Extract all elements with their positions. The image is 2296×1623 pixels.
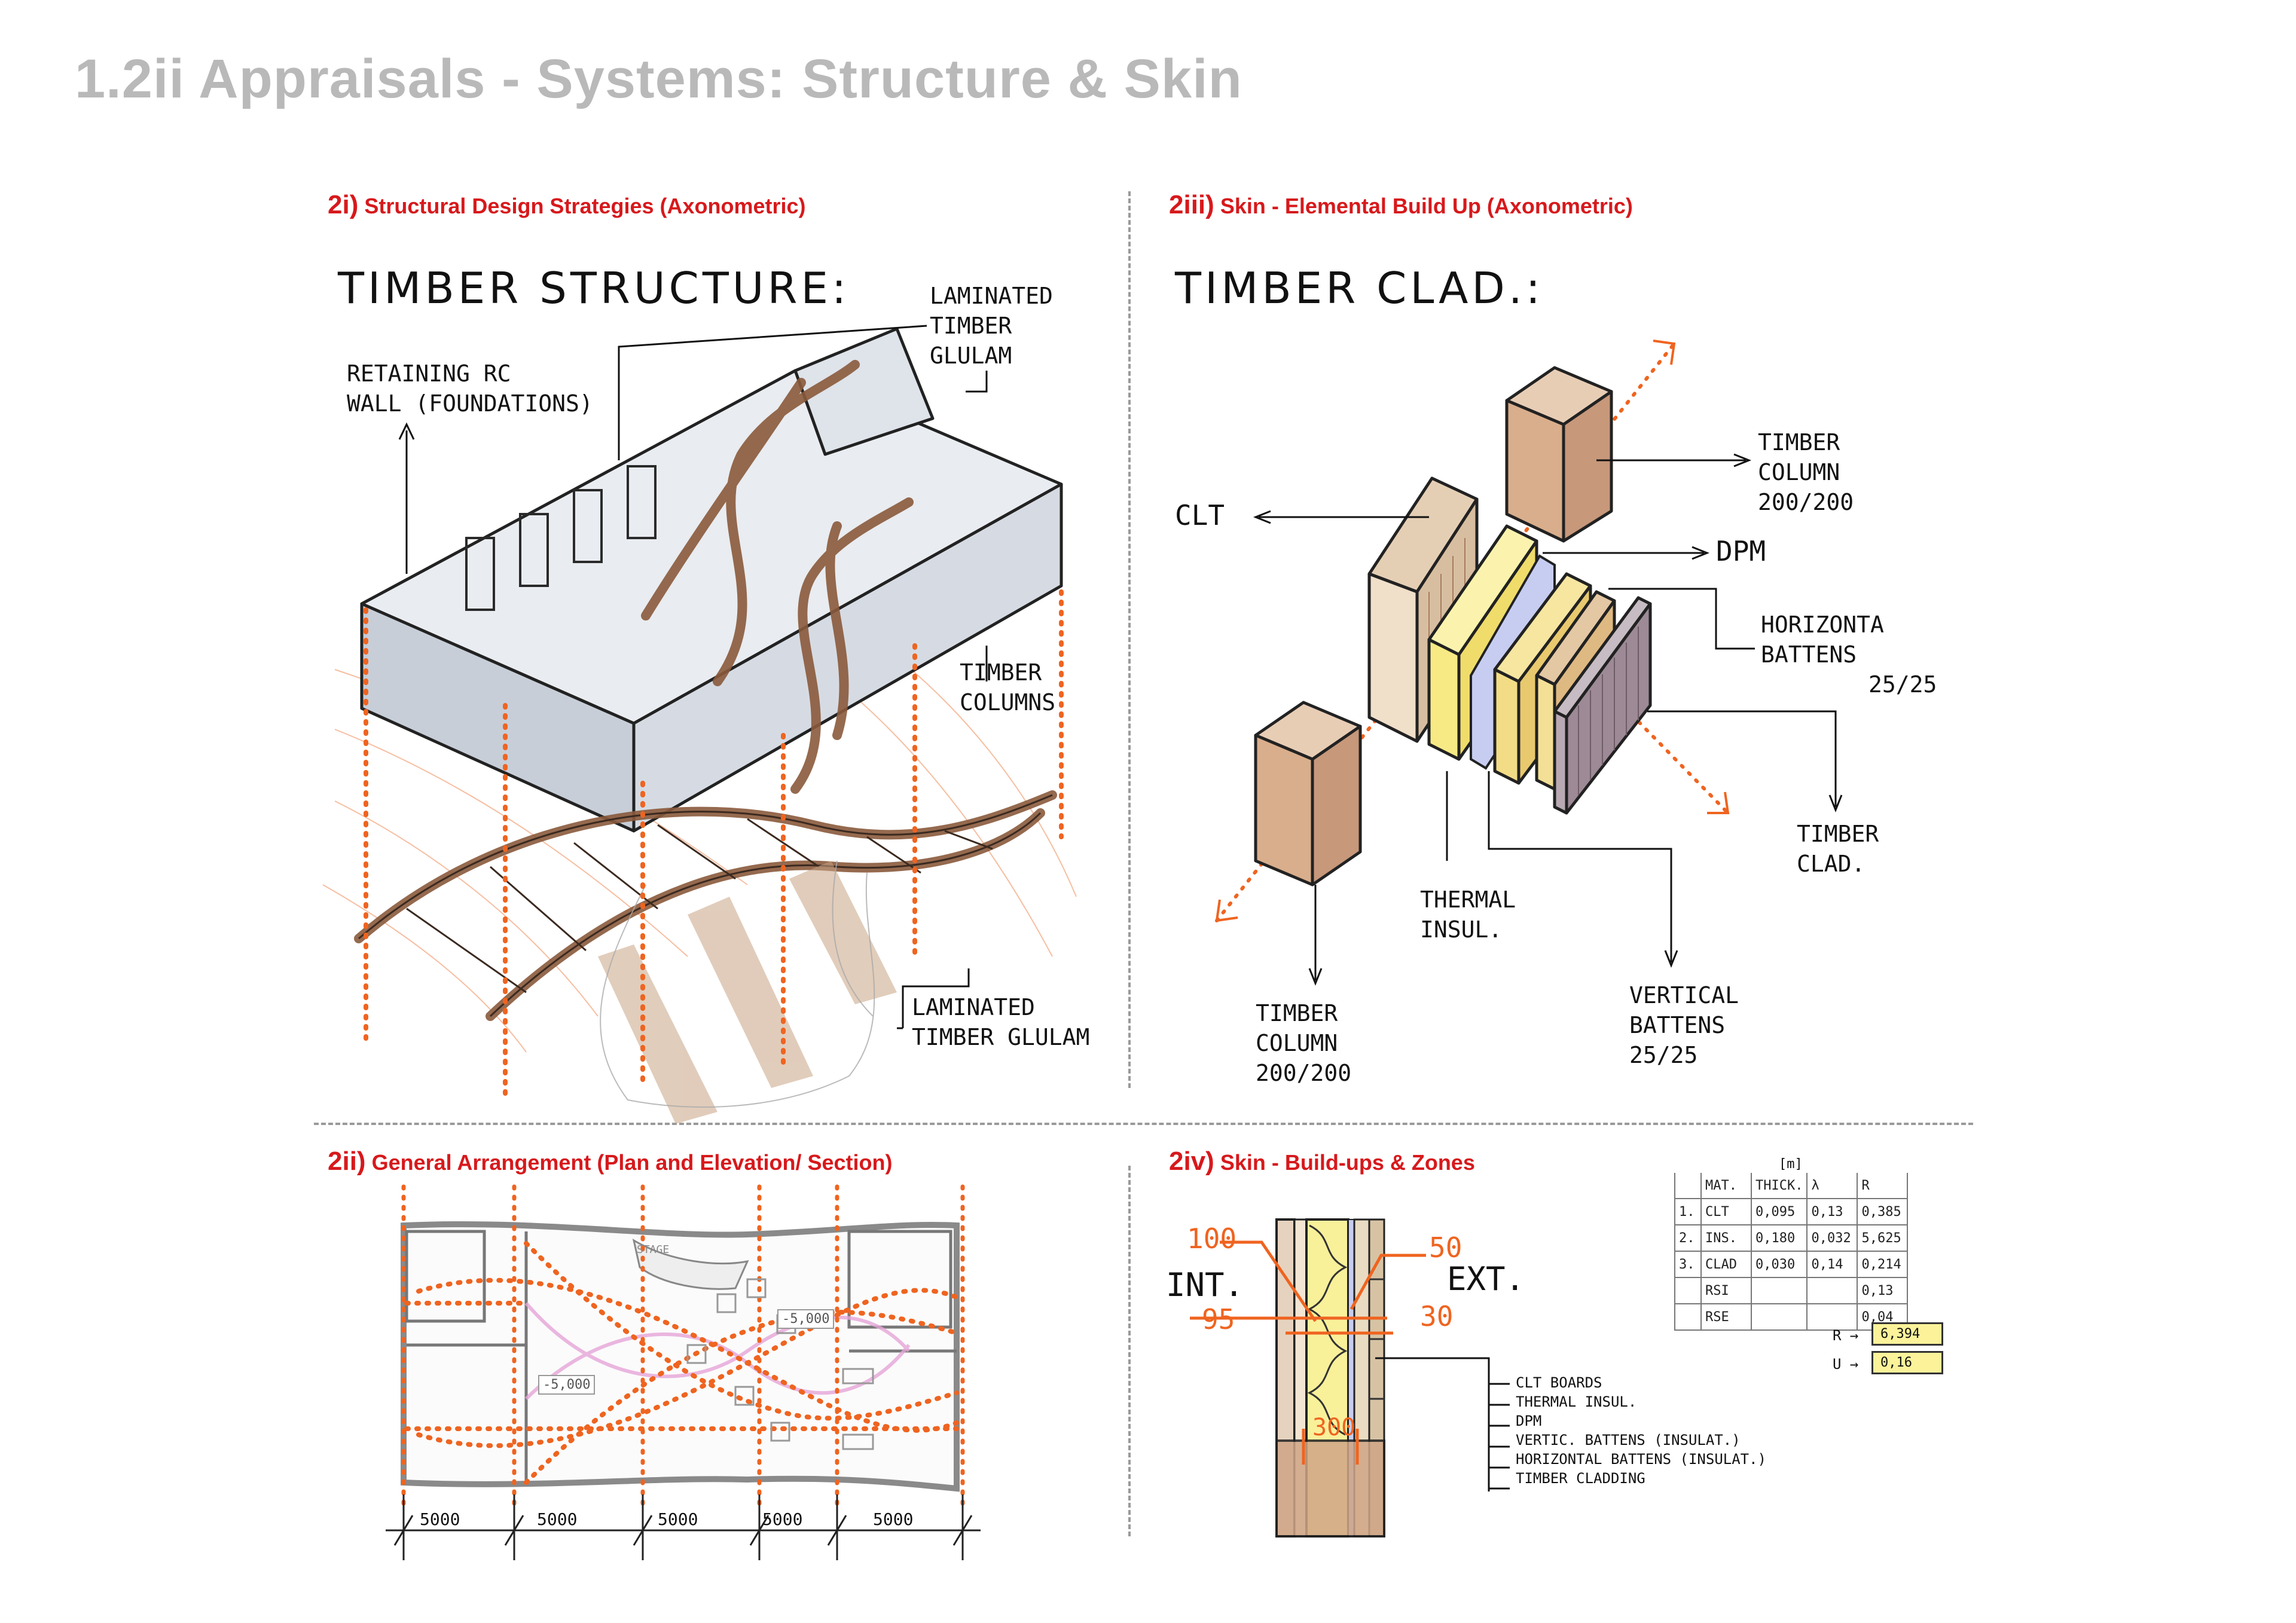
legend-item: CLT BOARDS: [1516, 1374, 1602, 1391]
horizontal-divider: [314, 1123, 1973, 1125]
buildup-legend: CLT BOARDS THERMAL INSUL. DPM VERTIC. BA…: [1516, 1373, 1766, 1488]
u-value-label: U →: [1833, 1356, 1859, 1373]
buildup-dim-95: 95: [1202, 1303, 1235, 1335]
plan-dim-5: 5000: [873, 1509, 914, 1529]
plan-dim-2: 5000: [537, 1509, 578, 1529]
skin-heading: TIMBER CLAD.:: [1175, 263, 1544, 313]
plan-level-right: -5,000: [777, 1309, 835, 1329]
plan-stage-label: STAGE: [637, 1243, 670, 1256]
legend-item: HORIZONTAL BATTENS (INSULAT.): [1516, 1451, 1767, 1468]
buildup-ext-label: EXT.: [1447, 1260, 1525, 1298]
legend-item: DPM: [1516, 1413, 1542, 1429]
label-timber-column-top: TIMBER COLUMN 200/200: [1758, 429, 1854, 515]
table-row: RSI 0,13: [1674, 1277, 1909, 1304]
label-retaining-wall: RETAINING RC WALL (FOUNDATIONS): [347, 360, 593, 417]
vertical-divider-top: [1128, 191, 1131, 1088]
table-row: 3. CLAD 0,030 0,14 0,214: [1674, 1251, 1909, 1278]
buildup-int-label: INT.: [1166, 1266, 1244, 1304]
legend-item: VERTIC. BATTENS (INSULAT.): [1516, 1432, 1741, 1448]
table-row: 1. CLT 0,095 0,13 0,385: [1674, 1198, 1909, 1225]
label-dpm: DPM: [1716, 535, 1766, 567]
label-timber-cladding: TIMBER CLAD.: [1797, 821, 1879, 877]
structure-heading: TIMBER STRUCTURE:: [338, 263, 850, 313]
plan-dim-1: 5000: [420, 1509, 460, 1529]
label-clt: CLT: [1175, 499, 1225, 531]
plan-dim-3: 5000: [658, 1509, 698, 1529]
table-header-row: MAT. THICK. λ R: [1674, 1173, 1909, 1199]
label-laminated-bottom: LAMINATED TIMBER GLULAM: [912, 994, 1090, 1050]
label-vertical-battens: VERTICAL BATTENS 25/25: [1629, 982, 1739, 1068]
table-row: 2. INS. 0,180 0,032 5,625: [1674, 1224, 1909, 1252]
section-title-skin-buildups: 2iv) Skin - Build-ups & Zones: [1169, 1147, 1475, 1176]
u-value: 0,16: [1871, 1351, 1943, 1374]
label-timber-columns: TIMBER COLUMNS: [960, 659, 1056, 716]
vertical-divider-bottom: [1128, 1166, 1131, 1536]
label-timber-column-bottom: TIMBER COLUMN 200/200: [1256, 1000, 1352, 1086]
buildup-dim-30: 30: [1420, 1300, 1454, 1332]
legend-item: TIMBER CLADDING: [1516, 1470, 1645, 1487]
buildup-dim-50: 50: [1429, 1231, 1463, 1264]
table-row: RSE 0,04: [1674, 1303, 1909, 1331]
r-total-label: R →: [1833, 1327, 1859, 1344]
label-horizontal-battens: HORIZONTA BATTENS 25/25: [1761, 612, 1937, 698]
buildup-dim-100: 100: [1187, 1222, 1237, 1255]
buildup-dim-300: 300: [1312, 1414, 1356, 1441]
legend-item: THERMAL INSUL.: [1516, 1393, 1637, 1410]
table-unit: [m]: [1779, 1157, 1803, 1172]
label-laminated-top: LAMINATED TIMBER GLULAM: [930, 283, 1053, 369]
section-title-skin-elemental: 2iii) Skin - Elemental Build Up (Axonome…: [1169, 190, 1633, 219]
page-title: 1.2ii Appraisals - Systems: Structure & …: [75, 48, 1242, 109]
thermal-calc-table: MAT. THICK. λ R 1. CLT 0,095 0,13 0,385 …: [1674, 1173, 1909, 1331]
section-title-general-arrangement: 2ii) General Arrangement (Plan and Eleva…: [328, 1147, 893, 1176]
r-total-value: 6,394: [1871, 1322, 1943, 1346]
label-thermal-insulation: THERMAL INSUL.: [1420, 887, 1516, 943]
section-title-structure: 2i) Structural Design Strategies (Axonom…: [328, 190, 806, 219]
plan-dim-4: 5000: [762, 1509, 803, 1529]
plan-level-left: -5,000: [538, 1375, 596, 1395]
